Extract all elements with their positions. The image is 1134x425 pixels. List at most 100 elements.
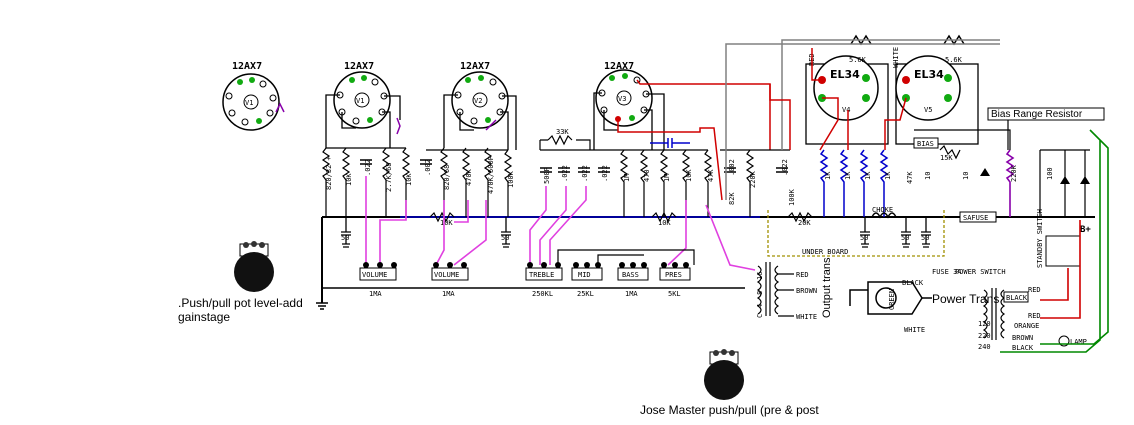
resistor-20k — [787, 211, 813, 223]
ot-brown-label: BROWN — [796, 287, 817, 295]
label-10-b: 10 — [962, 172, 970, 180]
grid-resistors — [819, 149, 889, 217]
label-50-b: 50 — [501, 234, 509, 242]
ground-caps — [341, 217, 931, 248]
label-022-e: .022 — [781, 159, 789, 176]
tube-v2-label: V2 — [474, 97, 482, 105]
label-1m-a: 1M — [623, 174, 631, 182]
power-black-label: BLACK — [902, 279, 924, 287]
signal-wires — [365, 176, 756, 271]
tube-v5-plate-res: 5.6K — [945, 56, 963, 64]
pushpull-caption-line2: gainstage — [178, 310, 231, 324]
label-500p: 500P — [543, 167, 551, 184]
pot-volume-2-value: 1MA — [442, 290, 455, 298]
pt-black-label-b: BLACK — [1012, 344, 1034, 352]
tube-v3: 12AX7 V3 — [593, 61, 771, 201]
label-47k: 47K — [707, 169, 715, 182]
pot-mid-value: 25KL — [577, 290, 594, 298]
pot-volume-1-label: VOLUME — [362, 271, 387, 279]
label-10-a: 10 — [924, 172, 932, 180]
master-pot-icon — [704, 349, 744, 400]
bplus-label: B+ — [1080, 225, 1091, 235]
label-50-a: 50 — [341, 234, 349, 242]
label-10k-a: 10K — [440, 219, 453, 227]
pt-orange-label: ORANGE — [1014, 322, 1039, 330]
label-50-e: 50 — [921, 234, 929, 242]
label-27k: 2.7K/68 — [385, 162, 393, 192]
preamp-component-row: 820/32 + 10K .022 2.7K/68 10K .002 820/6… — [321, 128, 796, 217]
tube-v1-standalone: 12AX7 V1 — [222, 61, 285, 131]
label-100: 100 — [1046, 167, 1054, 180]
standby-label: STANDBY SWITCH — [1036, 209, 1044, 268]
power-transformer: BLACK RED RED ORANGE BROWN BLACK 120 220… — [978, 286, 1041, 352]
label-10k-d: 10K — [405, 173, 413, 186]
label-022-b: .022 — [561, 165, 569, 182]
under-board-label: UNDER BOARD — [802, 248, 848, 256]
power-white-label: WHITE — [904, 326, 925, 334]
tube-v4-label: V4 — [842, 106, 850, 114]
resistor-15k — [939, 144, 961, 160]
tube-v1: 12AX7 V1 — [325, 61, 401, 148]
label-820-68: 820/68 — [443, 165, 451, 190]
pot-pres-label: PRES — [665, 271, 682, 279]
bias-range-label: Bias Range Resistor — [991, 109, 1083, 120]
heater-wires — [1000, 129, 1109, 353]
pot-bass-value: 1MA — [625, 290, 638, 298]
label-470k-500p: 470K/500P — [487, 156, 495, 194]
tube-v4-el34: EL34 V4 5.6K RED — [805, 34, 889, 145]
label-220k: 220K — [749, 170, 757, 188]
label-10k-b: 10K — [658, 219, 671, 227]
power-connector: BLACK GREEN WHITE — [849, 279, 932, 334]
tube-title-12ax7-c: 12AX7 — [460, 61, 490, 72]
ot-tap-8: 8 — [756, 291, 764, 295]
label-022-c: .022 — [581, 165, 589, 182]
label-10k-c: 10K — [345, 173, 353, 186]
tube-title-12ax7-d: 12AX7 — [604, 61, 634, 72]
pt-red-wires — [1040, 220, 1081, 319]
output-transformer: 16 8 4 C RED BROWN WHITE Output trans — [756, 257, 833, 321]
label-50-d: 50 — [901, 234, 909, 242]
under-board-wire — [767, 210, 945, 257]
power-trans-label: Power Trans — [932, 292, 999, 306]
choke-label: CHOKE — [872, 206, 893, 214]
ot-tap-16: 16 — [756, 272, 764, 280]
lamp-label: LAMP — [1070, 338, 1087, 346]
bias-range-box — [987, 107, 1105, 121]
label-33k: 33K — [556, 128, 569, 136]
power-switch-label: POWER SWITCH — [955, 268, 1006, 276]
pushpull-pot-icon — [234, 241, 274, 292]
pt-red-label-b: RED — [1028, 312, 1041, 320]
safuse-label: SAFUSE — [963, 214, 988, 222]
ot-tap-c: C — [756, 314, 764, 318]
grey-wires — [725, 39, 1000, 200]
pt-red-label-a: RED — [1028, 286, 1041, 294]
tube-title-12ax7-a: 12AX7 — [232, 61, 262, 72]
fuse-label: FUSE 3A — [932, 268, 962, 276]
label-002-b: .002 — [728, 159, 736, 176]
tube-v2: 12AX7 V2 — [443, 61, 517, 150]
label-82k: 82K — [728, 192, 736, 205]
label-220k-b: 220K — [1010, 164, 1018, 182]
jose-master-caption: Jose Master push/pull (pre & post — [640, 403, 819, 417]
tube-v5-white-label: WHITE — [892, 47, 900, 68]
label-022-d: .022 — [601, 165, 609, 182]
label-1m-b: 1M — [663, 174, 671, 182]
pot-treble-value: 250KL — [532, 290, 553, 298]
tube-v3-label: V3 — [618, 95, 626, 103]
label-022-a: .022 — [364, 159, 372, 176]
label-002-a: .002 — [424, 159, 432, 176]
tube-v4-plate-res: 5.6K — [849, 56, 867, 64]
pt-brown-label: BROWN — [1012, 334, 1033, 342]
pot-mid-label: MID — [578, 271, 591, 279]
label-20k: 20K — [798, 219, 811, 227]
pushpull-caption-line1: .Push/pull pot level-add — [178, 296, 303, 310]
label-470: 470 — [643, 169, 651, 182]
label-470k: 470K — [465, 168, 473, 186]
label-50-c: 50 — [860, 234, 868, 242]
label-100k-a: 100K — [507, 170, 515, 188]
bias-wires — [914, 129, 1090, 217]
safuse-box — [959, 211, 997, 223]
bias-pot — [913, 137, 939, 149]
tube-title-12ax7-b: 12AX7 — [344, 61, 374, 72]
